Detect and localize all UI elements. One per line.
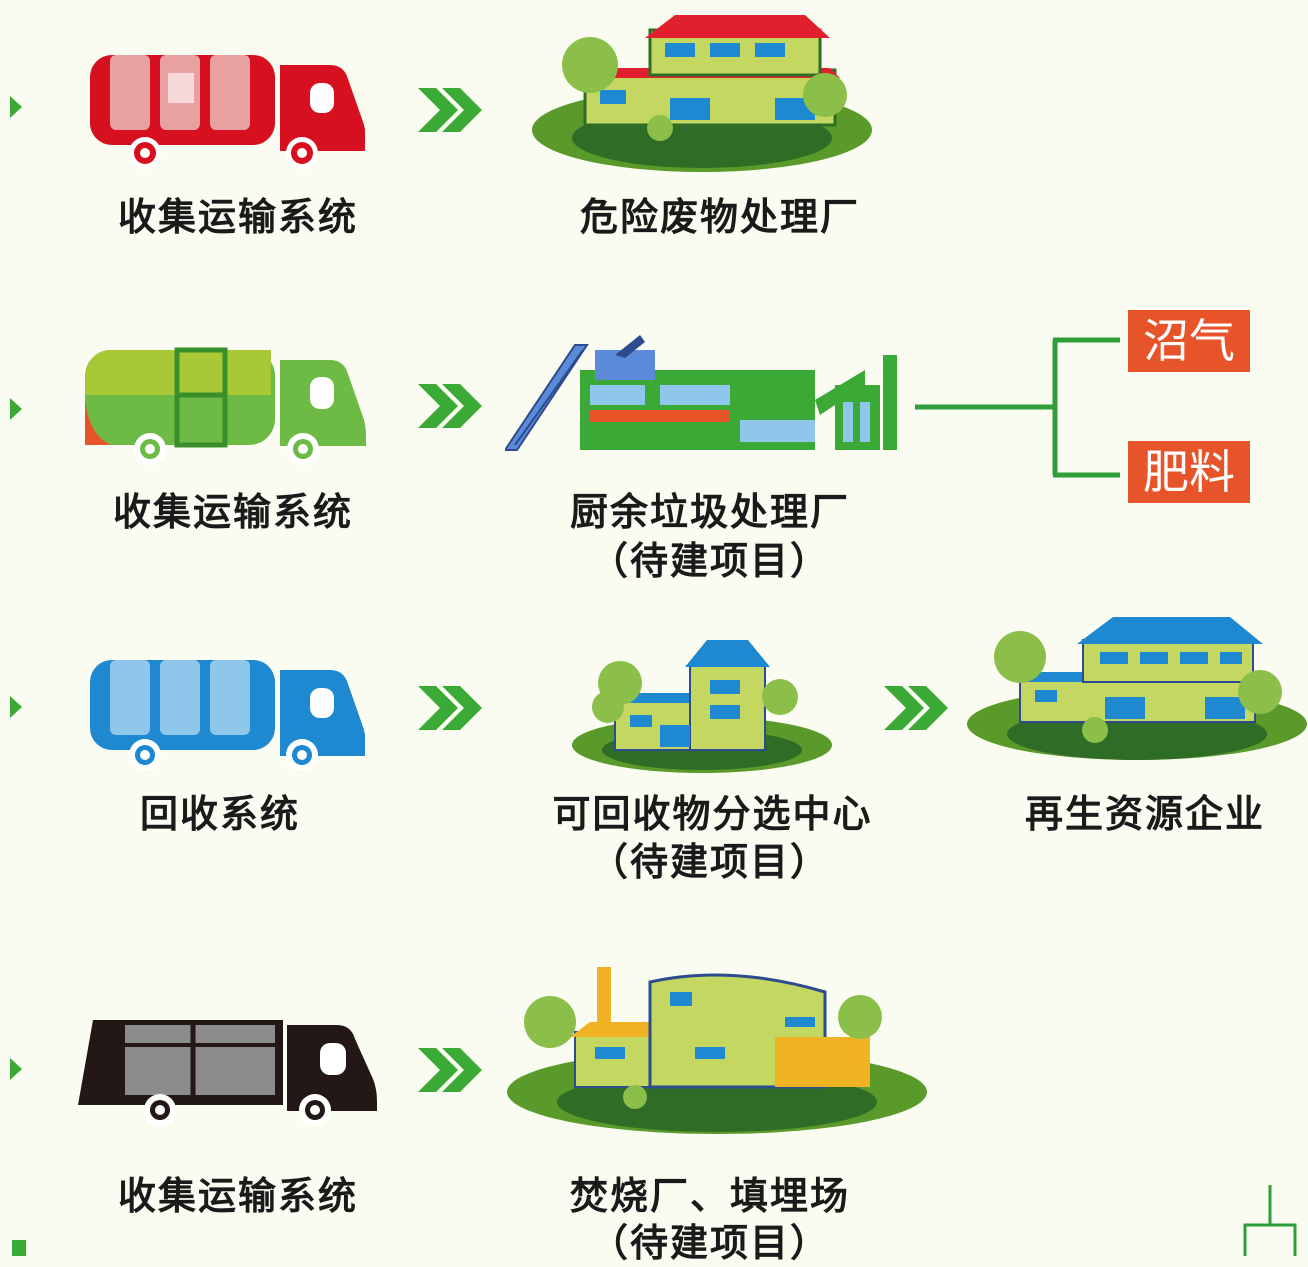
incineration-landfill-label: 焚烧厂、填埋场	[569, 1174, 850, 1218]
incineration-status-label: （待建项目）	[589, 1221, 830, 1265]
flow-arrow-2	[418, 384, 482, 428]
products-connector	[915, 335, 1130, 480]
flow-arrow-1	[418, 88, 482, 132]
recycle-truck-icon	[90, 650, 365, 770]
incineration-landfill-icon	[505, 962, 930, 1140]
row-marker-4	[10, 1058, 22, 1080]
other-source-label: 收集运输系统	[117, 1174, 358, 1218]
row-marker-3	[10, 696, 22, 718]
recycling-enterprise-label: 再生资源企业	[1024, 792, 1265, 836]
recycling-enterprise-icon	[965, 612, 1308, 772]
corner-connector-mark	[1240, 1185, 1300, 1256]
kitchen-facility-label: 厨余垃圾处理厂	[569, 490, 850, 534]
kitchen-plant-icon	[505, 330, 905, 455]
sorting-center-icon	[570, 635, 835, 775]
product-biogas: 沼气	[1128, 310, 1250, 372]
hazard-facility-label: 危险废物处理厂	[579, 195, 860, 239]
hazard-truck-icon	[90, 45, 365, 170]
row-marker-1	[10, 96, 22, 118]
flow-arrow-3	[418, 686, 482, 730]
kitchen-status-label: （待建项目）	[589, 539, 830, 583]
kitchen-source-label: 收集运输系统	[112, 490, 353, 534]
sorting-status-label: （待建项目）	[589, 840, 830, 884]
hazard-plant-icon	[530, 10, 875, 175]
sorting-center-label: 可回收物分选中心	[552, 792, 873, 836]
other-waste-truck-icon	[75, 1005, 380, 1130]
recycle-source-label: 回收系统	[139, 792, 300, 836]
kitchen-truck-icon	[85, 345, 370, 465]
row-marker-2	[10, 398, 22, 420]
flow-arrow-4	[884, 686, 948, 730]
hazard-source-label: 收集运输系统	[117, 195, 358, 239]
product-fertilizer: 肥料	[1128, 441, 1250, 503]
corner-green-mark	[12, 1240, 26, 1256]
flow-arrow-5	[418, 1048, 482, 1092]
